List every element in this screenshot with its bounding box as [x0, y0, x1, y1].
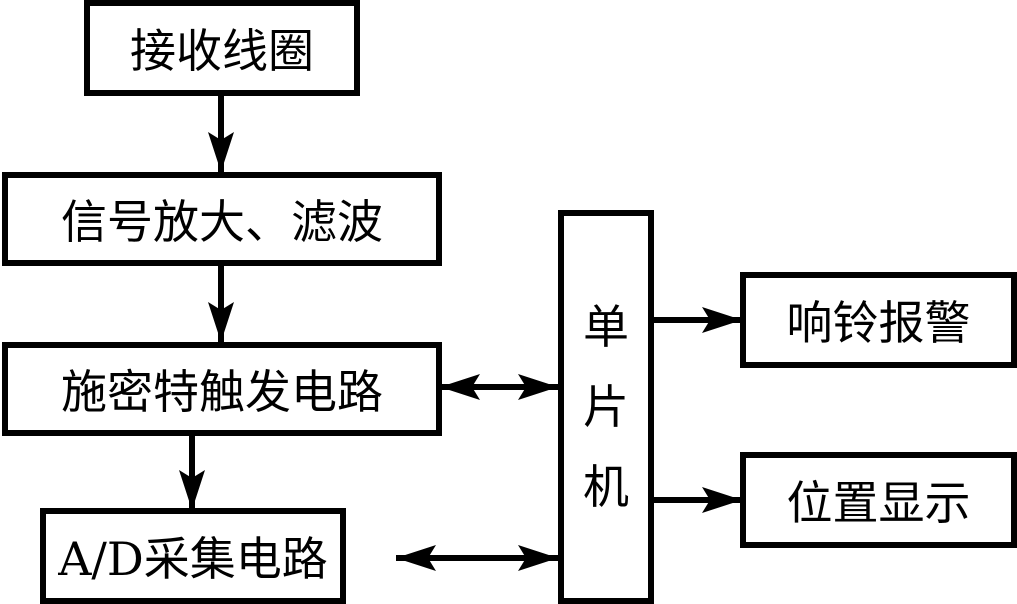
alarm-label: 响铃报警 — [786, 296, 971, 350]
mcu-label-char-3: 机 — [583, 460, 629, 514]
receive-coil-box: 接收线圈 — [84, 0, 360, 96]
ad-sampling-label: A/D采集电路 — [58, 532, 328, 586]
amplify-filter-label: 信号放大、滤波 — [61, 195, 383, 249]
ad-sampling-box: A/D采集电路 — [40, 508, 346, 604]
schmitt-trigger-label: 施密特触发电路 — [61, 365, 383, 419]
receive-coil-label: 接收线圈 — [130, 24, 314, 78]
schmitt-trigger-box: 施密特触发电路 — [2, 342, 442, 436]
position-display-box: 位置显示 — [740, 452, 1017, 548]
mcu-label-char-2: 片 — [583, 380, 629, 434]
alarm-box: 响铃报警 — [740, 272, 1017, 368]
amplify-filter-box: 信号放大、滤波 — [2, 172, 442, 266]
mcu-label-char-1: 单 — [583, 300, 629, 354]
position-display-label: 位置显示 — [786, 476, 971, 530]
mcu-box: 单 片 机 — [558, 210, 654, 604]
